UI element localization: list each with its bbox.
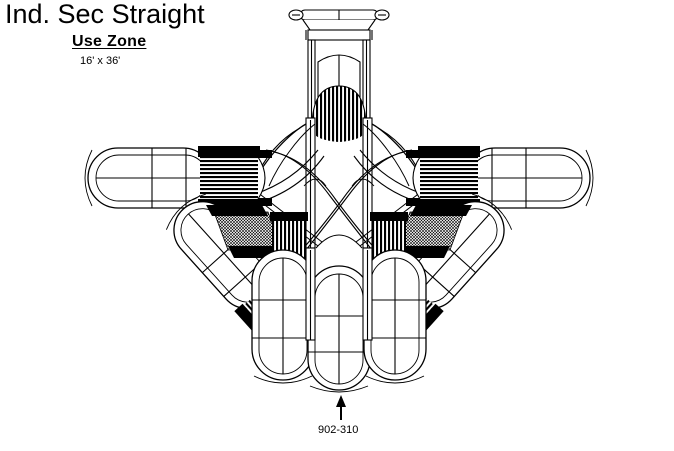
page-title: Ind. Sec Straight (5, 0, 205, 29)
use-zone-dimensions: 16' x 36' (80, 55, 121, 67)
callout-part-number: 902-310 (318, 424, 359, 436)
mesh-connector-wedges (206, 205, 472, 258)
slide-bottom-center (307, 265, 371, 393)
center-posts-overlay (305, 247, 373, 341)
callout-arrow-icon (336, 395, 346, 420)
slide-bottom-left (251, 249, 315, 384)
slide-bottom-right (363, 249, 427, 384)
slide-right (406, 146, 594, 210)
use-zone-heading: Use Zone (72, 33, 147, 50)
tower-fan-hatch (311, 85, 367, 142)
center-tower (305, 39, 373, 249)
top-rail (288, 9, 390, 41)
slide-left (84, 146, 272, 210)
